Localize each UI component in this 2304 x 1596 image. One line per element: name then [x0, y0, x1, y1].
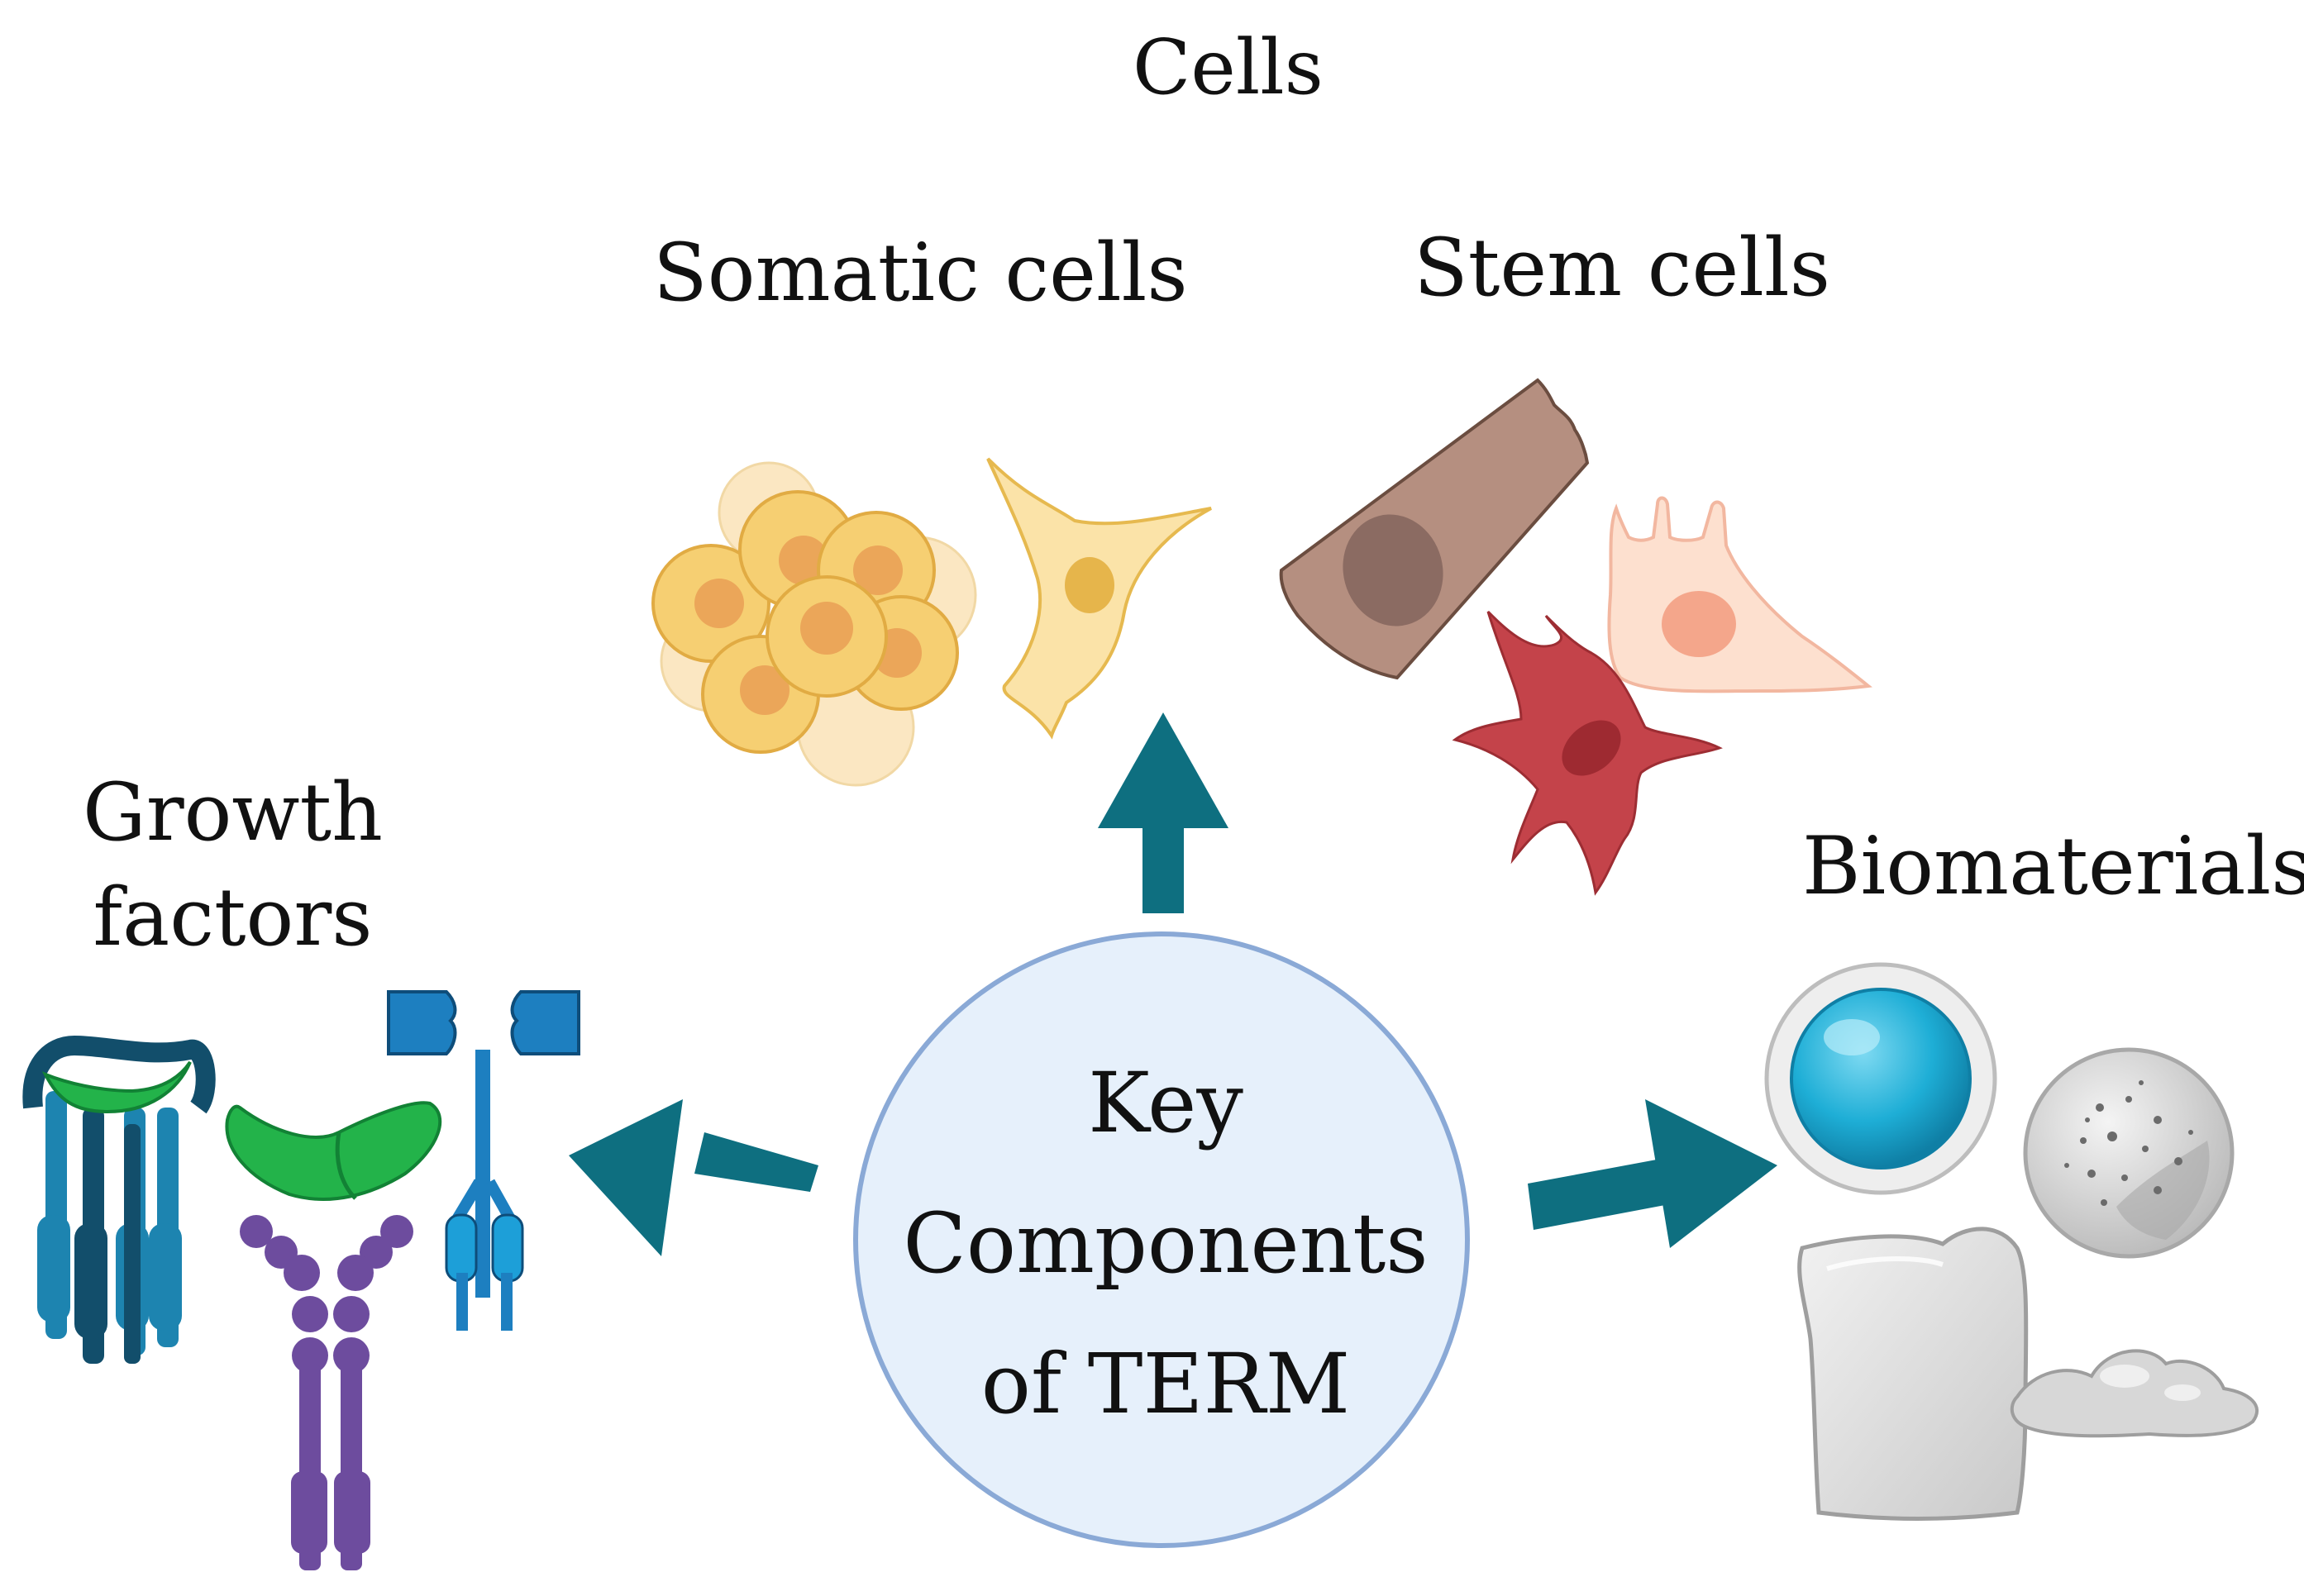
- somatic-cell-cluster-icon: [651, 461, 977, 787]
- hydrogel-icon: [2010, 1349, 2259, 1438]
- red-stem-cell-icon: [1452, 610, 1723, 896]
- stem-cells-label: Stem cells: [1414, 222, 1830, 314]
- growth-factors-label-line-1: Growth: [83, 766, 383, 859]
- antibody-icon: [240, 1215, 413, 1570]
- center-label-line-3: of TERM: [980, 1336, 1351, 1432]
- arrow-up: [1098, 712, 1228, 913]
- center-circle: [853, 931, 1470, 1548]
- arrow-right: [1528, 1099, 1777, 1248]
- peach-stem-cell-icon: [1607, 496, 1872, 693]
- growth-factors-label-line-2: factors: [93, 870, 373, 964]
- center-label: Key Components of TERM: [835, 1033, 1496, 1455]
- biomaterial-sphere-icon: [1764, 962, 1997, 1195]
- film-sheet-icon: [1797, 1227, 2029, 1521]
- center-label-line-2: Components: [903, 1195, 1429, 1292]
- porous-scaffold-icon: [2023, 1047, 2235, 1259]
- biomaterials-label: Biomaterials: [1802, 820, 2304, 912]
- growth-factor-receptor-icon: [22, 990, 580, 1364]
- growth-factors-label: Growth factors: [83, 760, 383, 970]
- epithelial-stem-cell-icon: [1279, 378, 1590, 680]
- center-label-line-1: Key: [1088, 1055, 1243, 1151]
- cells-title: Cells: [1133, 23, 1324, 112]
- fibroblast-cell-icon: [986, 457, 1212, 740]
- arrow-left: [569, 1099, 818, 1256]
- somatic-cells-label: Somatic cells: [653, 226, 1188, 319]
